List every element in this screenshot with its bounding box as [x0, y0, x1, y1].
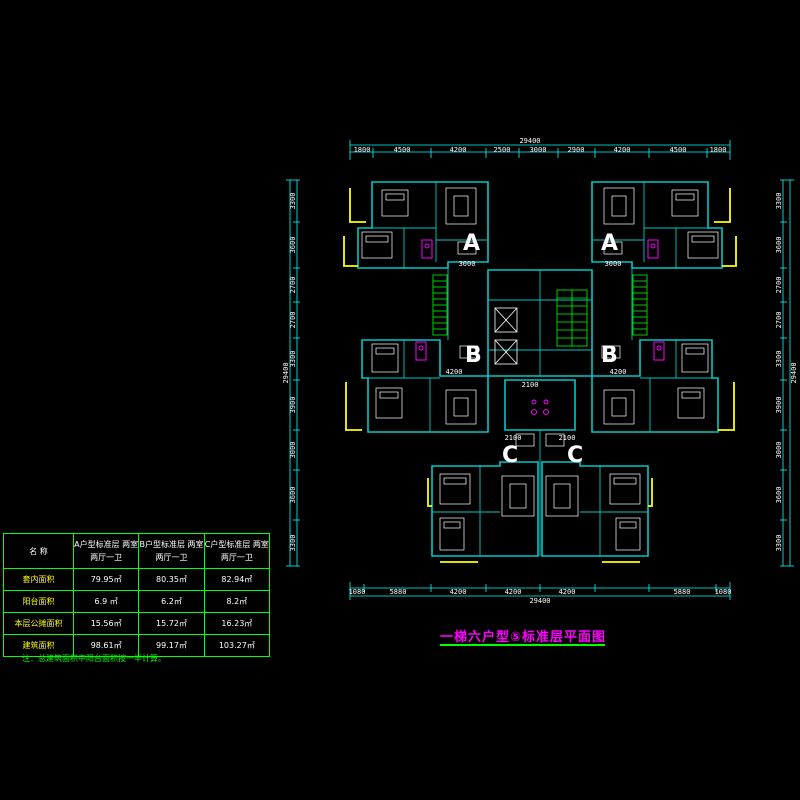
bathroom-fixtures: [415, 239, 665, 415]
left-total-dimension: 29400: [282, 362, 290, 383]
top-total-dimension: 29400: [519, 137, 540, 145]
core-sub-dimension: 2100: [505, 434, 522, 442]
bottom-dimension-chain: [349, 582, 731, 600]
bottom-segment-dimension: 4200: [505, 588, 522, 596]
table-row-name: 阳台面积: [3, 590, 74, 613]
bottom-total-dimension: 29400: [529, 597, 550, 605]
right-segment-dimension: 3300: [775, 193, 783, 210]
table-cell: 15.56㎡: [72, 612, 140, 635]
bottom-segment-dimension: 4200: [559, 588, 576, 596]
elevator-shafts: [494, 307, 518, 365]
left-segment-dimension: 3600: [289, 237, 297, 254]
right-dimension-chain: [780, 179, 794, 567]
top-segment-dimension: 2500: [494, 146, 511, 154]
right-segment-dimension: 3600: [775, 487, 783, 504]
top-segment-dimension: 4500: [670, 146, 687, 154]
right-segment-labels: 3300 3600 2700 2700 3300 3900 3000 3600 …: [775, 193, 798, 552]
bottom-segment-dimension: 5880: [674, 588, 691, 596]
unit-label-a-left: A: [463, 231, 480, 256]
table-row: 建筑面积 98.61㎡ 99.17㎡ 103.27㎡: [3, 634, 271, 657]
top-dimension-chain: [349, 140, 731, 160]
table-cell: 6.2㎡: [138, 590, 205, 613]
furniture: [361, 187, 719, 551]
inner-dimension: 3000: [459, 260, 476, 268]
table-header-row: 名 称 A户型标准层 两室两厅一卫 B户型标准层 两室两厅一卫 C户型标准层 两…: [3, 533, 271, 569]
top-segment-dimension: 1800: [710, 146, 727, 154]
table-cell: 103.27㎡: [203, 634, 271, 657]
table-header-cell: 名 称: [3, 533, 74, 569]
right-segment-dimension: 3000: [775, 442, 783, 459]
bottom-segment-dimension: 5880: [390, 588, 407, 596]
inner-dimension: 4200: [446, 368, 463, 376]
table-row: 本层公摊面积 15.56㎡ 15.72㎡ 16.23㎡: [3, 612, 271, 635]
bottom-segment-dimension: 1080: [715, 588, 732, 596]
table-row: 阳台面积 6.9 ㎡ 6.2㎡ 8.2㎡: [3, 590, 271, 613]
top-segment-dimension: 1800: [354, 146, 371, 154]
area-table: 名 称 A户型标准层 两室两厅一卫 B户型标准层 两室两厅一卫 C户型标准层 两…: [3, 533, 271, 657]
unit-label-b-right: B: [601, 343, 618, 368]
right-total-dimension: 29400: [790, 362, 798, 383]
right-segment-dimension: 3900: [775, 397, 783, 414]
bottom-segment-labels: 1080 5880 4200 4200 4200 5880 1080: [349, 588, 732, 596]
drawing-title: 一梯六户型⑤标准层平面图: [440, 630, 607, 645]
inner-dimension: 4200: [610, 368, 627, 376]
left-segment-dimension: 3300: [289, 535, 297, 552]
left-segment-dimension: 3600: [289, 487, 297, 504]
table-row-name: 套内面积: [3, 568, 74, 591]
bottom-segment-dimension: 1080: [349, 588, 366, 596]
unit-label-c-left: C: [502, 443, 518, 468]
unit-label-c-right: C: [567, 443, 583, 468]
bottom-segment-dimension: 4200: [450, 588, 467, 596]
inner-dimension: 3000: [605, 260, 622, 268]
table-cell: 82.94㎡: [203, 568, 271, 591]
table-header-cell: A户型标准层 两室两厅一卫: [72, 533, 140, 569]
table-cell: 80.35㎡: [138, 568, 205, 591]
top-segment-labels: 1800 4500 4200 2500 3000 2900 4200 4500 …: [354, 146, 727, 154]
table-cell: 98.61㎡: [72, 634, 140, 657]
right-segment-dimension: 3300: [775, 535, 783, 552]
top-segment-dimension: 3000: [530, 146, 547, 154]
table-cell: 15.72㎡: [138, 612, 205, 635]
balconies: [343, 188, 737, 563]
table-cell: 16.23㎡: [203, 612, 271, 635]
unit-label-b-left: B: [465, 343, 482, 368]
top-segment-dimension: 4200: [450, 146, 467, 154]
stairs: [432, 274, 648, 347]
left-segment-dimension: 2700: [289, 312, 297, 329]
unit-label-a-right: A: [601, 231, 618, 256]
interior-walls: [368, 182, 712, 556]
left-segment-dimension: 2700: [289, 277, 297, 294]
right-segment-dimension: 2700: [775, 312, 783, 329]
table-row-name: 本层公摊面积: [3, 612, 74, 635]
exterior-walls: [357, 181, 723, 557]
title-underline: [440, 644, 605, 646]
left-dimension-chain: [286, 179, 300, 567]
right-segment-dimension: 3600: [775, 237, 783, 254]
table-cell: 6.9 ㎡: [72, 590, 140, 613]
right-segment-dimension: 3300: [775, 351, 783, 368]
table-cell: 79.95㎡: [72, 568, 140, 591]
right-segment-dimension: 2700: [775, 277, 783, 294]
table-header-cell: C户型标准层 两室两厅一卫: [203, 533, 271, 569]
table-row: 套内面积 79.95㎡ 80.35㎡ 82.94㎡: [3, 568, 271, 591]
top-segment-dimension: 4200: [614, 146, 631, 154]
left-segment-dimension: 3000: [289, 442, 297, 459]
table-cell: 8.2㎡: [203, 590, 271, 613]
core-width-dimension: 2100: [522, 381, 539, 389]
core-sub-dimension: 2100: [559, 434, 576, 442]
top-segment-dimension: 4500: [394, 146, 411, 154]
left-segment-labels: 3300 3600 2700 2700 3300 3900 3000 3600 …: [282, 193, 297, 552]
left-segment-dimension: 3300: [289, 193, 297, 210]
area-note: 注：总建筑面积中阳台面积按一半计算。: [22, 654, 166, 663]
left-segment-dimension: 3300: [289, 351, 297, 368]
left-segment-dimension: 3900: [289, 397, 297, 414]
top-segment-dimension: 2900: [568, 146, 585, 154]
table-header-cell: B户型标准层 两室两厅一卫: [138, 533, 205, 569]
